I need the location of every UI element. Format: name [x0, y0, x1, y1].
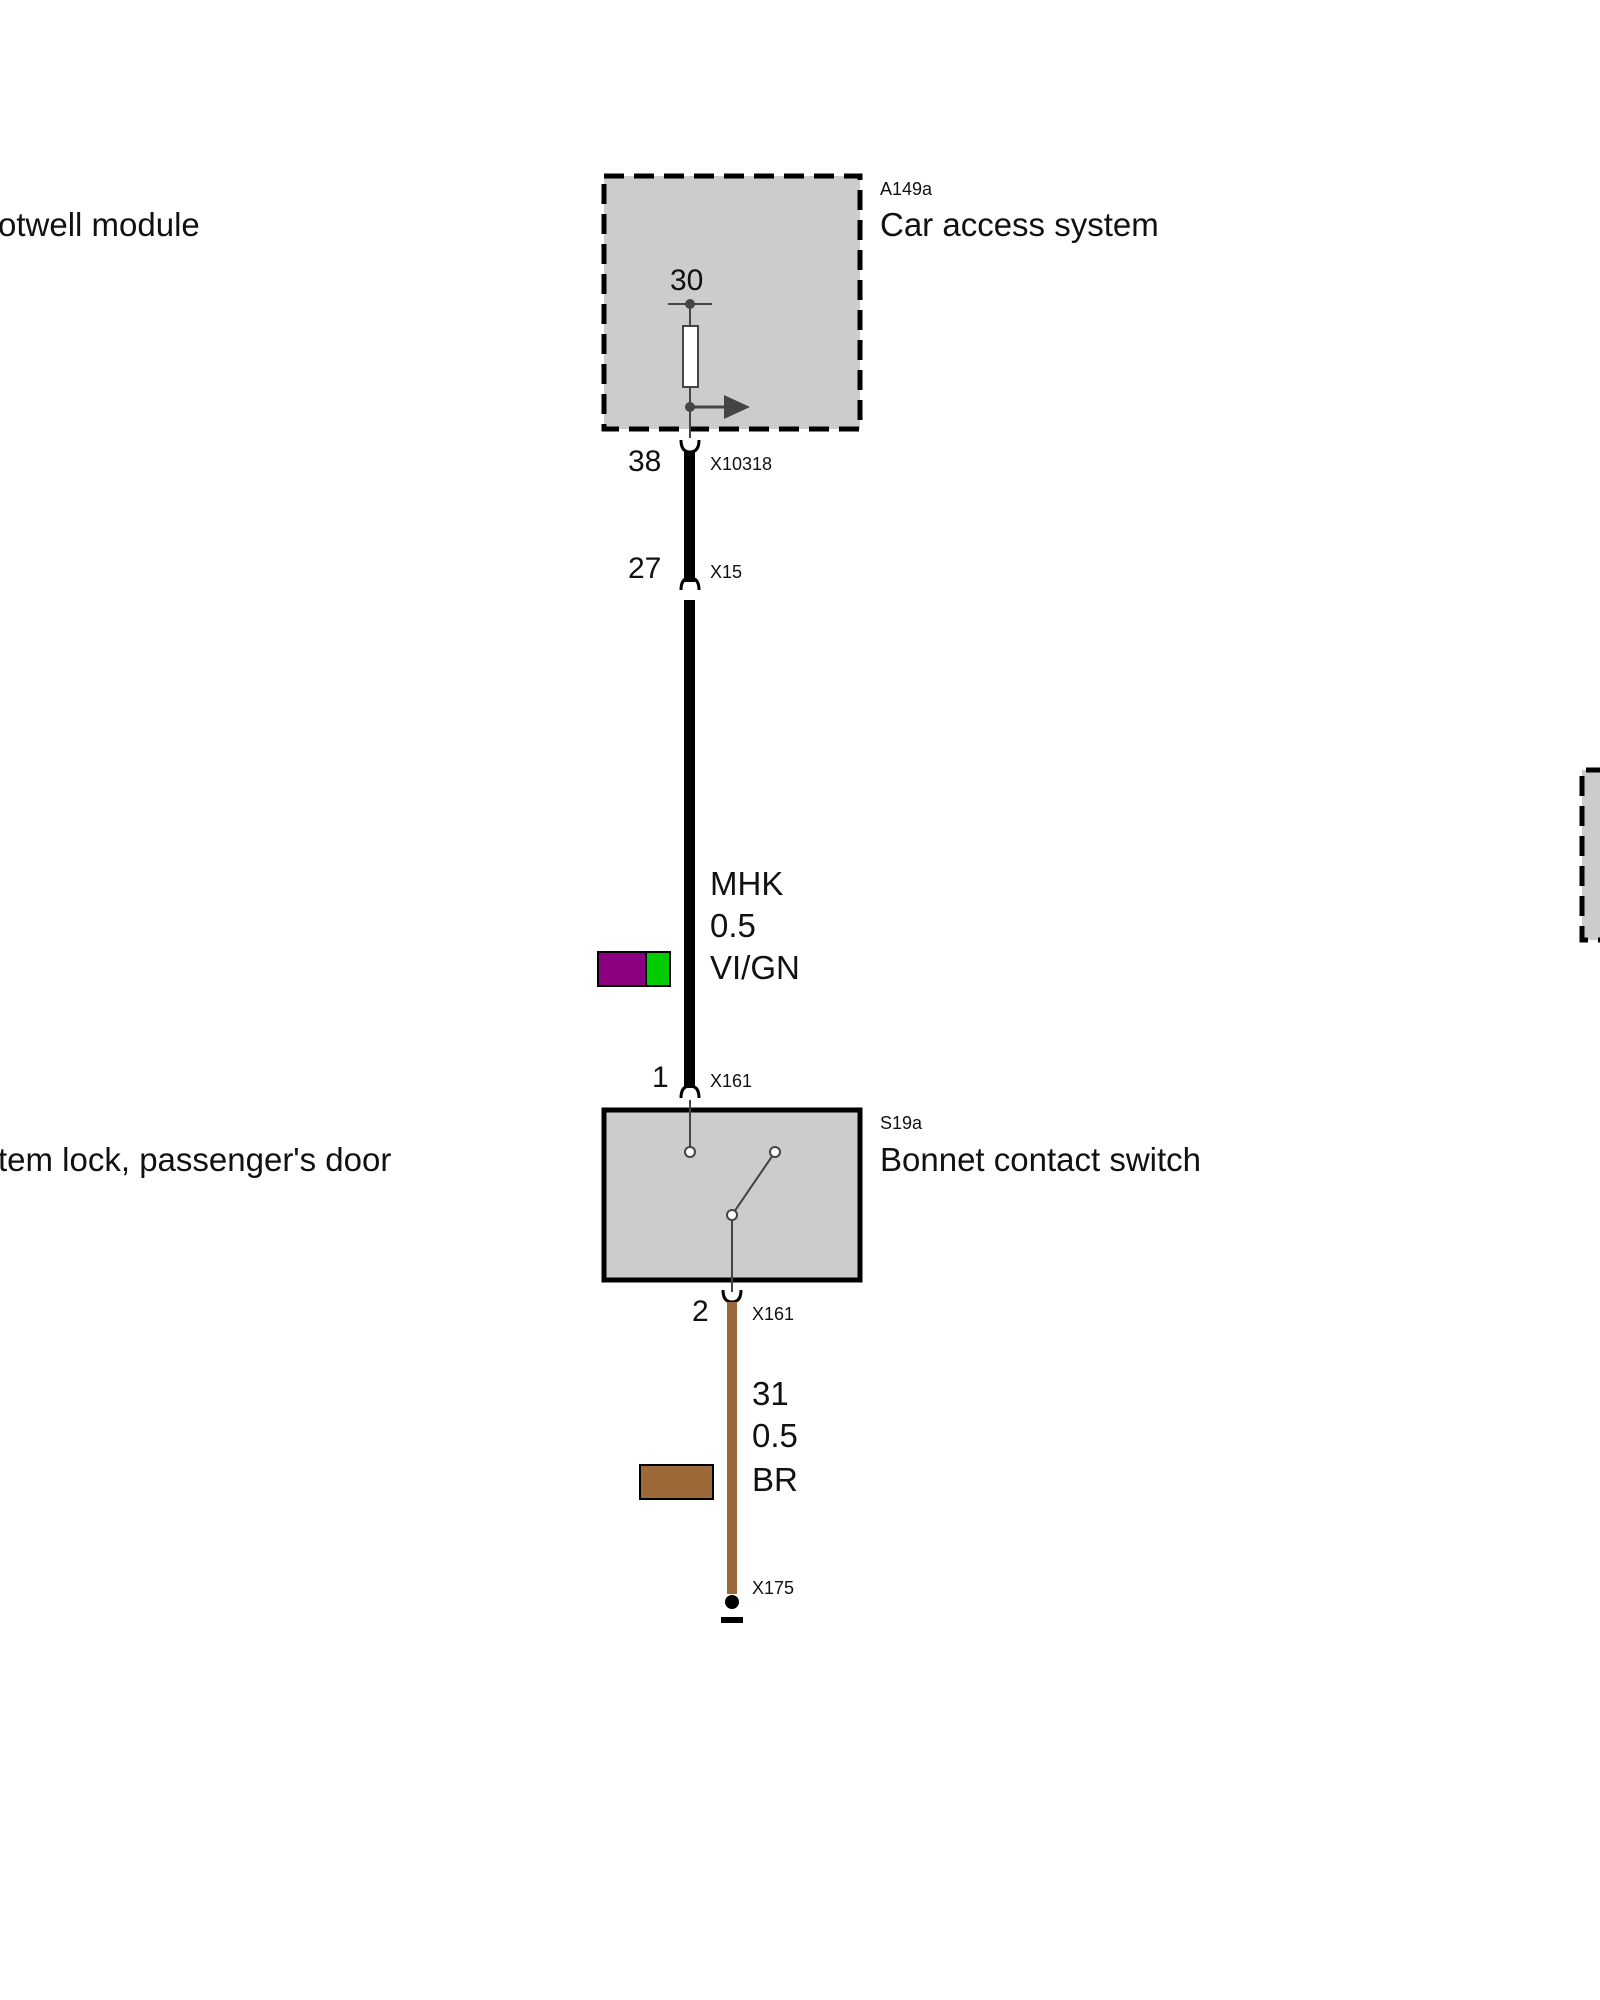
- connector-x15-pin: 27: [628, 552, 661, 585]
- ground-icon: [721, 1617, 743, 1623]
- ground-connector-name: X175: [752, 1578, 794, 1598]
- wire-lower: [727, 1302, 737, 1594]
- wire-lower-color-swatch: [639, 1464, 714, 1500]
- wire-upper-main: [684, 600, 695, 1088]
- wire-upper-size: 0.5: [710, 907, 756, 944]
- connector-x10318-pin: 38: [628, 445, 661, 478]
- central-lock-label: tem lock, passenger's door: [0, 1141, 391, 1178]
- wire-lower-signal: 31: [752, 1375, 789, 1412]
- car-access-system-box: [601, 173, 863, 432]
- wire-upper-color-code: VI/GN: [710, 949, 800, 986]
- bonnet-switch-name: Bonnet contact switch: [880, 1141, 1201, 1178]
- connector-x15-symbol: [679, 576, 701, 591]
- connector-x10318-name: X10318: [710, 454, 772, 474]
- connector-x161-out-pin: 2: [692, 1295, 709, 1328]
- wire-upper-color-swatch: [597, 951, 671, 987]
- junction-dot: [685, 299, 695, 309]
- car-access-system-code: A149a: [880, 179, 933, 199]
- connector-x161-in-name: X161: [710, 1071, 752, 1091]
- junction-dot: [685, 402, 695, 412]
- connector-x10318-symbol: [679, 439, 701, 454]
- bonnet-switch-code: S19a: [880, 1113, 923, 1133]
- footwell-module-label: otwell module: [0, 206, 200, 243]
- connector-x161-out-name: X161: [752, 1304, 794, 1324]
- switch-contact-symbol: [684, 1100, 781, 1292]
- pullup-resistor-symbol: [668, 303, 728, 438]
- car-access-system-name: Car access system: [880, 206, 1159, 243]
- wire-upper-segment: [684, 452, 695, 582]
- wire-lower-color-code: BR: [752, 1461, 798, 1498]
- connector-x15-name: X15: [710, 562, 742, 582]
- output-arrow-icon: [724, 395, 750, 419]
- wire-upper-signal: MHK: [710, 865, 783, 902]
- partial-module-right: [1579, 767, 1600, 943]
- connector-x161-in-pin: 1: [652, 1061, 669, 1094]
- wire-lower-size: 0.5: [752, 1417, 798, 1454]
- pin-30-label: 30: [670, 264, 703, 297]
- connector-x161-in-symbol: [679, 1084, 701, 1099]
- ground-point: [725, 1595, 739, 1609]
